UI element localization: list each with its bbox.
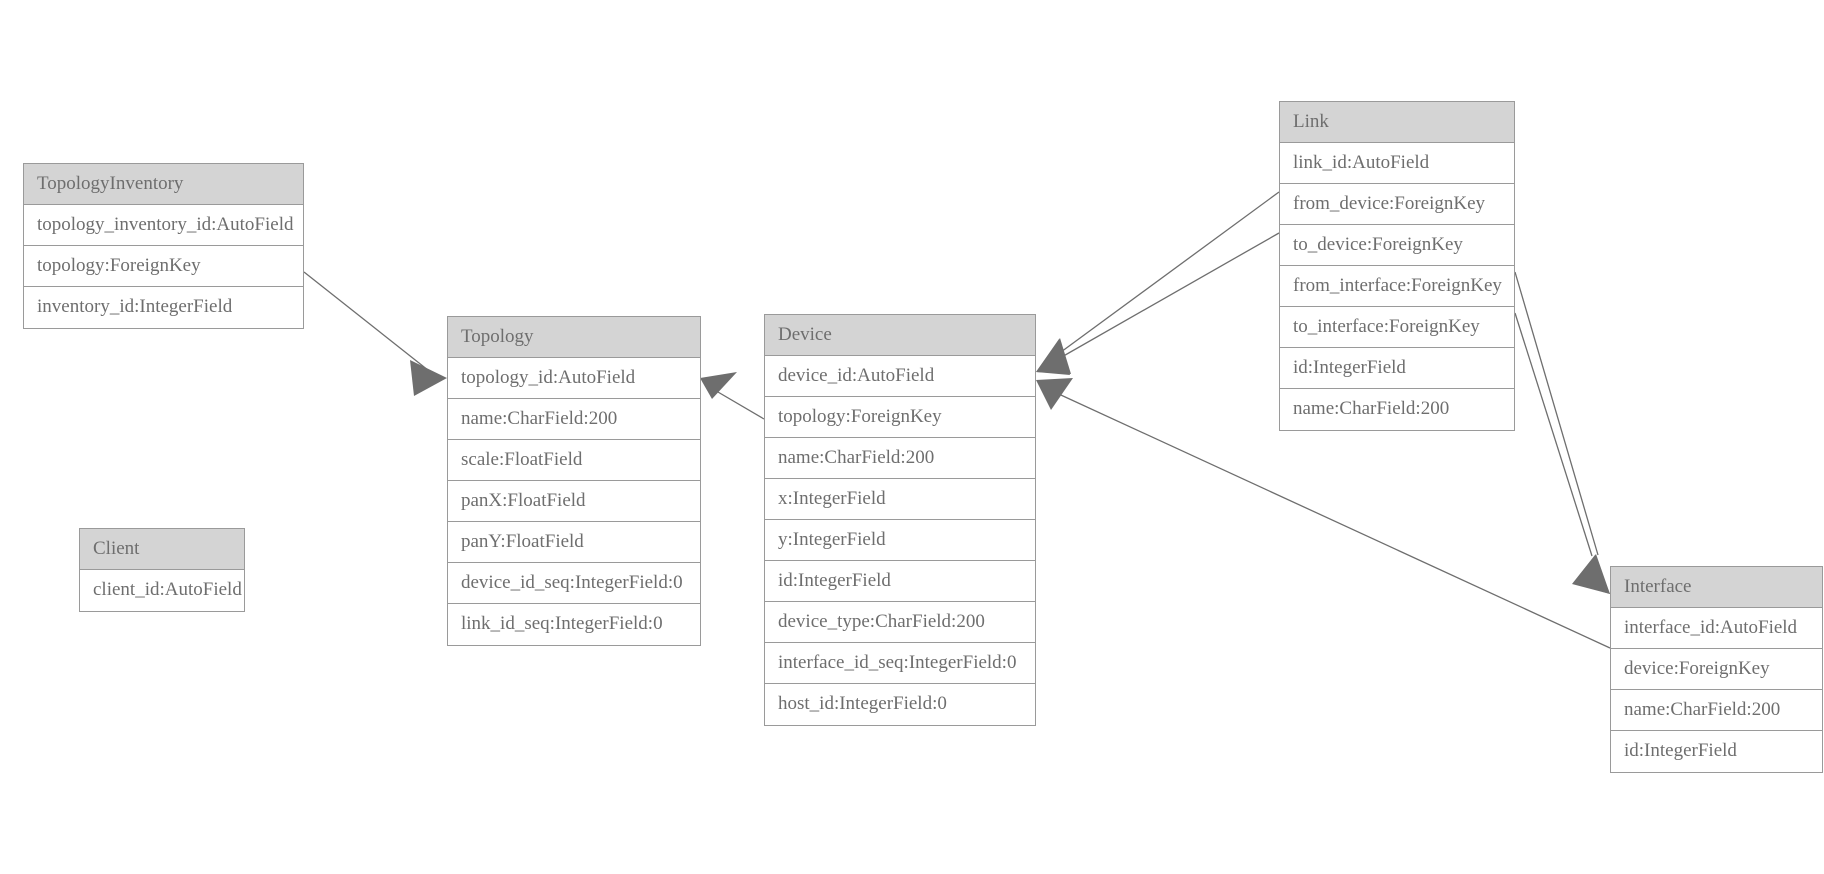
- entity-header-topology: Topology: [448, 317, 700, 358]
- edge-link-to-device: [1036, 232, 1280, 375]
- entity-field: interface_id_seq:IntegerField:0: [765, 643, 1035, 684]
- entity-device[interactable]: Device device_id:AutoField topology:Fore…: [764, 314, 1036, 726]
- entity-field: topology_inventory_id:AutoField: [24, 205, 303, 246]
- entity-field: interface_id:AutoField: [1611, 608, 1822, 649]
- entity-client[interactable]: Client client_id:AutoField: [79, 528, 245, 612]
- entity-field: x:IntegerField: [765, 479, 1035, 520]
- entity-field: topology:ForeignKey: [24, 246, 303, 287]
- entity-field: y:IntegerField: [765, 520, 1035, 561]
- entity-header-interface: Interface: [1611, 567, 1822, 608]
- entity-field: device_type:CharField:200: [765, 602, 1035, 643]
- entity-field: topology:ForeignKey: [765, 397, 1035, 438]
- edge-device-topology: [700, 372, 765, 420]
- entity-field: from_device:ForeignKey: [1280, 184, 1514, 225]
- edge-link-to-interface: [1514, 312, 1610, 594]
- entity-topology-inventory[interactable]: TopologyInventory topology_inventory_id:…: [23, 163, 304, 329]
- entity-link[interactable]: Link link_id:AutoField from_device:Forei…: [1279, 101, 1515, 431]
- entity-field: host_id:IntegerField:0: [765, 684, 1035, 725]
- entity-field: panY:FloatField: [448, 522, 700, 563]
- entity-field: from_interface:ForeignKey: [1280, 266, 1514, 307]
- entity-field: device_id:AutoField: [765, 356, 1035, 397]
- entity-header-link: Link: [1280, 102, 1514, 143]
- entity-field: name:CharField:200: [1280, 389, 1514, 430]
- entity-field: device_id_seq:IntegerField:0: [448, 563, 700, 604]
- entity-interface[interactable]: Interface interface_id:AutoField device:…: [1610, 566, 1823, 773]
- entity-header-device: Device: [765, 315, 1035, 356]
- entity-field: panX:FloatField: [448, 481, 700, 522]
- edge-topologyinventory-topology: [303, 271, 447, 396]
- entity-field: id:IntegerField: [765, 561, 1035, 602]
- entity-field: inventory_id:IntegerField: [24, 287, 303, 328]
- entity-field: to_device:ForeignKey: [1280, 225, 1514, 266]
- entity-field: name:CharField:200: [1611, 690, 1822, 731]
- entity-field: scale:FloatField: [448, 440, 700, 481]
- entity-field: device:ForeignKey: [1611, 649, 1822, 690]
- entity-field: name:CharField:200: [765, 438, 1035, 479]
- entity-field: link_id:AutoField: [1280, 143, 1514, 184]
- entity-field: id:IntegerField: [1611, 731, 1822, 772]
- entity-field: client_id:AutoField: [80, 570, 244, 611]
- edge-link-from-interface: [1514, 271, 1610, 594]
- entity-header-topology-inventory: TopologyInventory: [24, 164, 303, 205]
- entity-field: id:IntegerField: [1280, 348, 1514, 389]
- entity-field: to_interface:ForeignKey: [1280, 307, 1514, 348]
- entity-field: name:CharField:200: [448, 399, 700, 440]
- entity-header-client: Client: [80, 529, 244, 570]
- entity-field: link_id_seq:IntegerField:0: [448, 604, 700, 645]
- edge-link-from-device: [1036, 191, 1280, 374]
- entity-field: topology_id:AutoField: [448, 358, 700, 399]
- entity-topology[interactable]: Topology topology_id:AutoField name:Char…: [447, 316, 701, 646]
